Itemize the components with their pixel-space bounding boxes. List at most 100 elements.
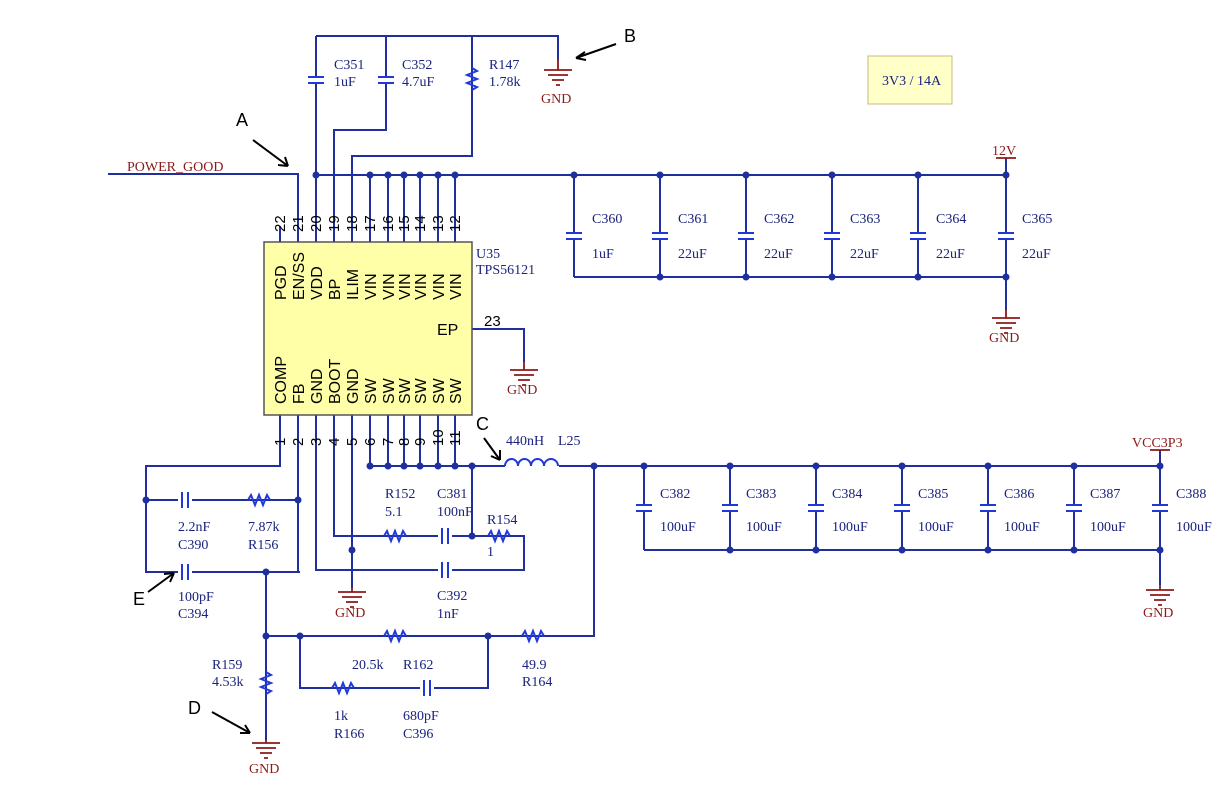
bottom-pin-name: GND — [345, 368, 362, 404]
c385-symbol — [894, 504, 910, 512]
c381-ref: C381 — [437, 487, 467, 502]
r152-ref: R152 — [385, 487, 415, 502]
c394-symbol — [178, 564, 192, 580]
bottom-pin-name: SW — [413, 377, 430, 404]
r162-symbol — [383, 628, 407, 644]
top-pin-number: 21 — [290, 215, 307, 232]
c394-value: 100pF — [178, 590, 214, 605]
r156-value: 7.87k — [248, 520, 280, 535]
top-pin-name: VIN — [363, 273, 380, 300]
chip-designator: U35 — [476, 247, 500, 262]
c394-ref: C394 — [178, 607, 208, 622]
c360-symbol — [566, 232, 582, 240]
bottom-pin-number: 11 — [447, 430, 464, 446]
top-pin-number: 16 — [380, 215, 397, 232]
c385-value: 100uF — [918, 520, 954, 535]
r166-symbol — [331, 680, 355, 696]
top-pin-number: 17 — [362, 215, 379, 232]
bottom-pin-number: 4 — [326, 438, 343, 446]
c363-symbol — [824, 232, 840, 240]
c392-symbol — [438, 562, 452, 578]
top-pin-name: VIN — [413, 273, 430, 300]
c360-ref: C360 — [592, 212, 622, 227]
component-labels: C351 1uF C352 4.7uF R147 1.78k C360 1uF … — [178, 58, 1212, 742]
bottom-pin-name: SW — [397, 377, 414, 404]
wire-gnd-pins — [315, 415, 353, 588]
c352-symbol — [378, 76, 394, 84]
c387-value: 100uF — [1090, 520, 1126, 535]
r166-ref: R166 — [334, 727, 364, 742]
top-pin-name: VIN — [448, 273, 465, 300]
c361-ref: C361 — [678, 212, 708, 227]
top-pin-name: BP — [327, 279, 344, 300]
c387-symbol — [1066, 504, 1082, 512]
note-box-text: 3V3 / 14A — [882, 74, 942, 89]
c352-ref: C352 — [402, 58, 432, 73]
annotation-b: B — [624, 26, 636, 46]
annotations: A B C D E — [133, 26, 636, 734]
gnd-label-cin: GND — [989, 331, 1019, 346]
top-pin-number: 18 — [344, 215, 361, 232]
passive-symbols — [178, 67, 559, 696]
bottom-pin-number: 2 — [290, 438, 307, 446]
net-vcc3p3: VCC3P3 — [1132, 436, 1183, 451]
wire-sw-pins — [369, 415, 456, 466]
c390-value: 2.2nF — [178, 520, 211, 535]
bottom-pins: COMP1FB2GND3BOOT4GND5SW6SW7SW8SW9SW10SW1… — [272, 356, 465, 446]
annotation-d: D — [188, 698, 201, 718]
annotation-e: E — [133, 589, 145, 609]
r156-symbol — [247, 492, 271, 508]
note-box: 3V3 / 14A — [867, 55, 953, 105]
c364-symbol — [910, 232, 926, 240]
gnd-label-ep: GND — [507, 383, 537, 398]
r147-ref: R147 — [489, 58, 519, 73]
r156-ref: R156 — [248, 538, 278, 553]
c383-symbol — [722, 504, 738, 512]
c360-value: 1uF — [592, 247, 614, 262]
pin-ep-number: 23 — [484, 313, 501, 330]
c362-ref: C362 — [764, 212, 794, 227]
c396-value: 680pF — [403, 709, 439, 724]
r152-symbol — [383, 528, 407, 544]
bottom-pin-name: FB — [291, 384, 308, 404]
bottom-pin-number: 7 — [380, 438, 397, 446]
l25-ref: L25 — [558, 434, 581, 449]
r162-value: 20.5k — [352, 658, 384, 673]
chip-part: TPS56121 — [476, 263, 535, 278]
top-pin-number: 20 — [308, 215, 325, 232]
c351-value: 1uF — [334, 75, 356, 90]
r154-symbol — [487, 528, 511, 544]
c361-value: 22uF — [678, 247, 707, 262]
c352-value: 4.7uF — [402, 75, 435, 90]
c390-symbol — [178, 492, 192, 508]
r152-value: 5.1 — [385, 505, 403, 520]
bottom-pin-number: 9 — [412, 438, 429, 446]
c382-value: 100uF — [660, 520, 696, 535]
top-pins: 22PGD21EN/SS20VDD19BP18ILIM17VIN16VIN15V… — [272, 215, 465, 300]
gnd-label-d: GND — [249, 762, 279, 777]
top-pin-number: 22 — [272, 215, 289, 232]
c351-symbol — [308, 76, 324, 84]
top-pin-number: 12 — [447, 215, 464, 232]
c396-symbol — [420, 680, 434, 696]
c388-symbol — [1152, 504, 1168, 512]
bottom-pin-number: 3 — [308, 438, 325, 446]
net-power-good: POWER_GOOD — [127, 160, 223, 175]
c392-ref: C392 — [437, 589, 467, 604]
bottom-pin-name: SW — [448, 377, 465, 404]
wire-r147-col — [351, 36, 473, 242]
r159-value: 4.53k — [212, 675, 244, 690]
bottom-pin-number: 6 — [362, 438, 379, 446]
c388-value: 100uF — [1176, 520, 1212, 535]
bottom-pin-name: GND — [309, 368, 326, 404]
gnd-symbol-d: GND — [249, 740, 280, 777]
c361-symbol — [652, 232, 668, 240]
top-pin-name: VIN — [431, 273, 448, 300]
bottom-pin-name: SW — [381, 377, 398, 404]
arrow-c — [483, 437, 501, 461]
c383-ref: C383 — [746, 487, 776, 502]
r159-ref: R159 — [212, 658, 242, 673]
top-pin-name: EN/SS — [291, 252, 308, 300]
c387-ref: C387 — [1090, 487, 1120, 502]
